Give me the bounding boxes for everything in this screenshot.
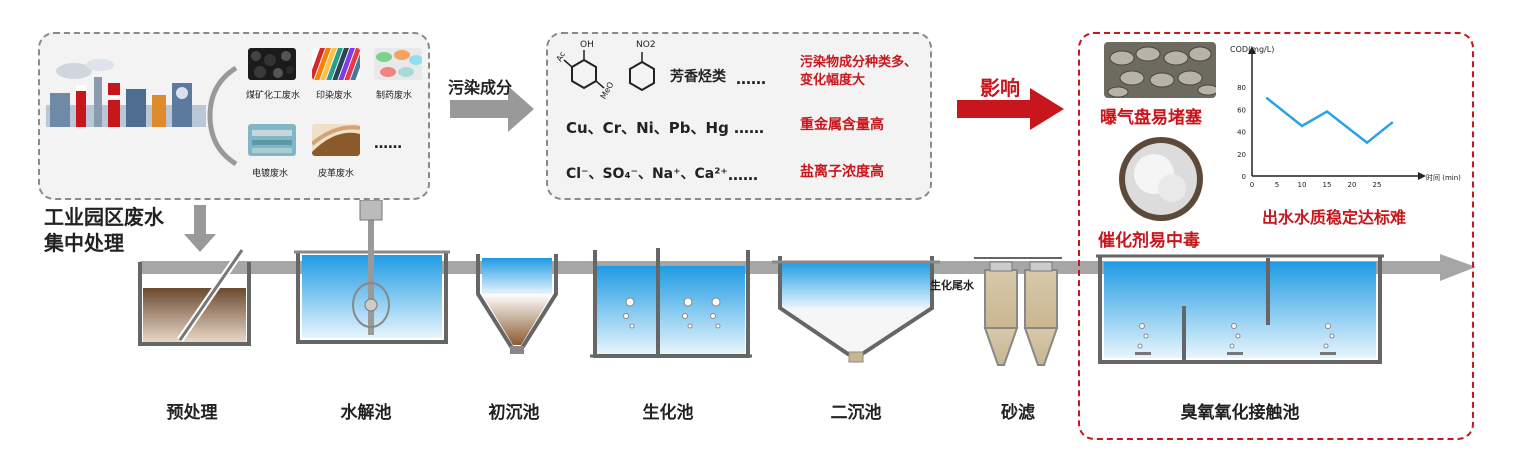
pharmaceutical-wastewater-image bbox=[374, 48, 422, 80]
source-label-dyeing: 印染废水 bbox=[316, 91, 353, 101]
y-tick-label: 60 bbox=[1237, 106, 1246, 114]
leather-wastewater-image bbox=[312, 124, 360, 156]
bio-tail-water-label: 生化尾水 bbox=[930, 279, 974, 292]
hydrolysis-tank bbox=[296, 252, 448, 344]
x-axis-arrow bbox=[1418, 172, 1426, 180]
metals-dots: …… bbox=[734, 119, 764, 137]
aromatic-structures bbox=[563, 50, 655, 92]
ozone-water bbox=[1104, 262, 1376, 358]
ozone-bubbles bbox=[1137, 323, 1335, 349]
catalyst-photo bbox=[1119, 137, 1203, 221]
source-label-coal: 煤矿化工废水 bbox=[246, 91, 301, 101]
effluent-unstable-note: 出水水质稳定达标难 bbox=[1262, 208, 1407, 227]
stage-secondary-settling: 二沉池 bbox=[830, 403, 882, 423]
stage-sand-filter: 砂滤 bbox=[1001, 403, 1035, 423]
x-tick-label: 5 bbox=[1275, 181, 1279, 189]
source-label-leather: 皮革废水 bbox=[318, 169, 355, 179]
sand-filter-2 bbox=[1023, 261, 1059, 366]
impact-box bbox=[1078, 32, 1474, 440]
aerator-blocked-note: 曝气盘易堵塞 bbox=[1100, 108, 1202, 128]
sand-filter-1 bbox=[983, 261, 1019, 366]
ozone-tank bbox=[1098, 256, 1382, 364]
down-arrow-head bbox=[184, 234, 216, 252]
down-arrow-shaft bbox=[194, 205, 206, 237]
dyeing-wastewater-image bbox=[312, 48, 360, 80]
hydrolysis-mixer-blade bbox=[352, 282, 390, 328]
aromatic-label: 芳香烃类 bbox=[670, 69, 726, 85]
gray-arrow-head bbox=[508, 86, 534, 132]
x-tick-label: 10 bbox=[1298, 181, 1307, 189]
cod-data-point bbox=[1300, 124, 1304, 128]
cod-data-point bbox=[1325, 110, 1329, 113]
park-label: 工业园区废水集中处理 bbox=[44, 205, 164, 255]
y-axis-arrow bbox=[1248, 46, 1256, 54]
brace-icon bbox=[207, 65, 238, 167]
red-arrow-head bbox=[1030, 88, 1064, 130]
y-tick-label: 0 bbox=[1242, 173, 1246, 181]
aerator-photo bbox=[1104, 42, 1216, 98]
impact-label: 影响 bbox=[980, 76, 1020, 100]
outlet-arrow bbox=[1440, 254, 1476, 281]
y-axis-label: COD(mg/L) bbox=[1230, 45, 1274, 54]
salts-note: 盐离子浓度高 bbox=[800, 164, 884, 180]
x-tick-label: 25 bbox=[1373, 181, 1382, 189]
y-tick-label: 20 bbox=[1237, 151, 1246, 159]
x-axis-label: 时间 (min) bbox=[1426, 173, 1461, 182]
metals-note: 重金属含量高 bbox=[800, 117, 884, 133]
factory-illustration bbox=[46, 59, 206, 127]
stage-pretreatment: 预处理 bbox=[166, 403, 218, 423]
y-tick-label: 80 bbox=[1237, 84, 1246, 92]
salts-label: Cl⁻、SO₄⁻、Na⁺、Ca²⁺ bbox=[566, 166, 728, 182]
stage-ozone-contact: 臭氧氧化接触池 bbox=[1180, 403, 1300, 423]
stage-primary-settling: 初沉池 bbox=[488, 403, 540, 423]
coal-chemical-wastewater-image bbox=[248, 48, 296, 80]
primary-settling-cone bbox=[482, 294, 552, 345]
cod-data-point bbox=[1390, 121, 1394, 124]
y-tick-label: 40 bbox=[1237, 129, 1246, 137]
hydrolysis-mixer-shaft bbox=[368, 200, 374, 335]
bio-bubbles bbox=[623, 297, 721, 329]
aromatic-note: 污染物成分种类多、变化幅度大 bbox=[800, 55, 918, 88]
electroplating-wastewater-image bbox=[248, 124, 296, 156]
cod-series-line bbox=[1266, 97, 1393, 145]
bio-water bbox=[597, 266, 745, 354]
source-label-pharma: 制药废水 bbox=[376, 91, 413, 101]
source-label-electroplating: 电镀废水 bbox=[252, 169, 289, 179]
chem-oh-label: OH bbox=[580, 40, 594, 50]
pretreatment-tank bbox=[138, 262, 251, 346]
pollutant-composition-label: 污染成分 bbox=[448, 78, 513, 97]
salts-dots: …… bbox=[728, 166, 758, 184]
stage-hydrolysis: 水解池 bbox=[340, 403, 392, 423]
cod-data-point bbox=[1365, 141, 1369, 144]
aromatic-dots: …… bbox=[736, 70, 766, 88]
x-tick-label: 15 bbox=[1323, 181, 1332, 189]
catalyst-poisoned-note: 催化剂易中毒 bbox=[1098, 231, 1200, 251]
pollutant-box bbox=[546, 32, 932, 200]
cod-data-point bbox=[1265, 97, 1269, 100]
red-arrow-shaft bbox=[957, 100, 1031, 118]
cod-line-chart: COD(mg/L) 时间 (min) 0 5 10 15 20 25 0 20 40 60 80 bbox=[1230, 45, 1461, 189]
stage-biochemical: 生化池 bbox=[642, 403, 694, 423]
x-tick-label: 20 bbox=[1348, 181, 1357, 189]
source-more: …… bbox=[374, 136, 402, 152]
gray-arrow-shaft bbox=[450, 100, 512, 118]
chem-no2-label: NO2 bbox=[636, 40, 656, 50]
metals-label: Cu、Cr、Ni、Pb、Hg bbox=[566, 119, 729, 137]
x-tick-label: 0 bbox=[1250, 181, 1254, 189]
